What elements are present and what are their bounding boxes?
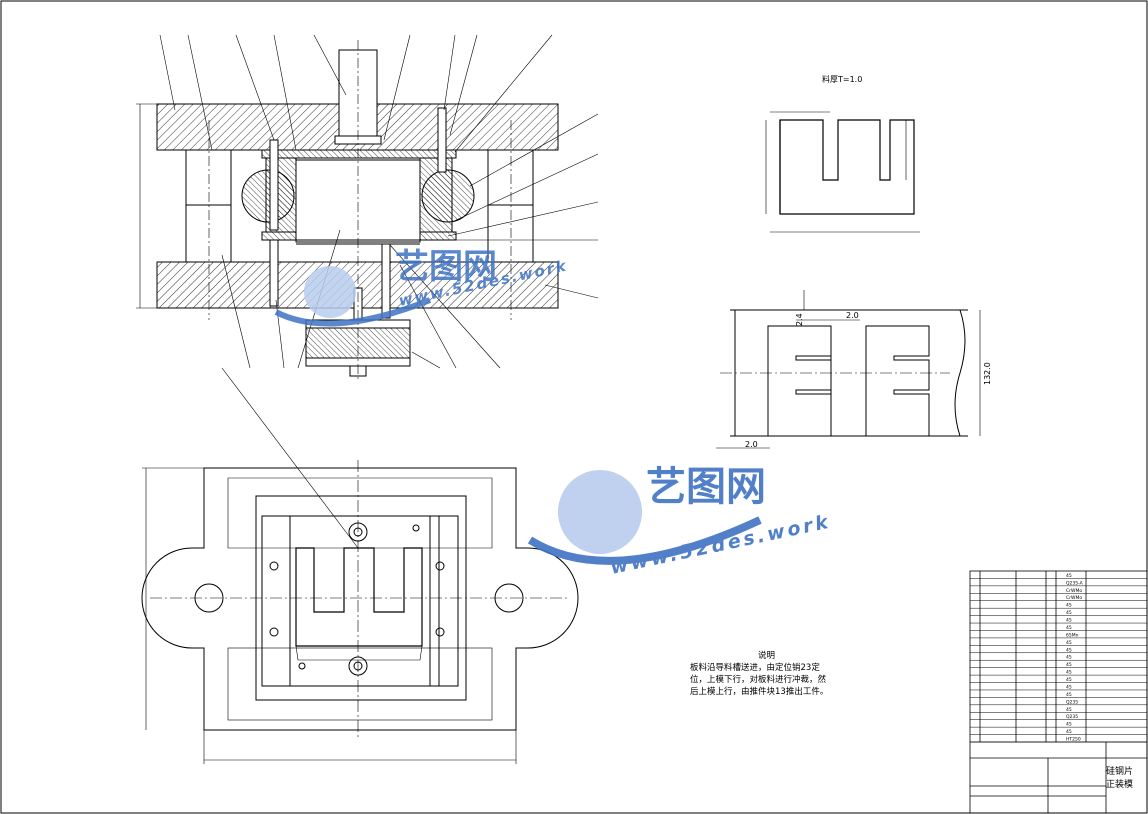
title-block-material: 45 [1066, 647, 1072, 653]
title-block-material: 45 [1066, 670, 1072, 676]
title-block-material: 45 [1066, 692, 1072, 698]
svg-text:艺图网: 艺图网 [646, 464, 766, 510]
part-view [765, 111, 920, 233]
e-blank-1 [767, 325, 832, 437]
die-block-inner [261, 515, 459, 687]
guide-post-left [185, 149, 232, 263]
title-block-material: 45 [1066, 722, 1072, 728]
title-block-material: 45 [1066, 655, 1072, 661]
title-block-material: 45 [1066, 573, 1072, 579]
title-block-material: 45 [1066, 729, 1072, 735]
guide-post-right [487, 149, 534, 263]
title-block-material: 45 [1066, 618, 1072, 624]
material-thickness-label: 料厚T=1.0 [822, 74, 862, 84]
strip-gap-top-dim: 2.0 [846, 311, 859, 320]
title-block-material: Q235-A [1066, 580, 1084, 586]
svg-text:www.52des.work: www.52des.work [608, 511, 832, 579]
title-block-material: 45 [1066, 610, 1072, 616]
drawing-notes: 说明 板料沿导料槽送进，由定位销23定 位，上模下行，对板料进行冲裁，然 后上模… [690, 650, 860, 698]
title-block-material: 45 [1066, 677, 1072, 683]
title-block-material: CrWMo [1066, 588, 1082, 594]
svg-text:艺图网: 艺图网 [395, 247, 497, 287]
section-view [136, 34, 599, 549]
e-blank-2 [865, 325, 930, 437]
title-block-rows: 45Q235-ACrWMoCrWMo4545454565Mn4545454545… [970, 573, 1147, 743]
notes-line-2: 位，上模下行，对板料进行冲裁，然 [690, 675, 827, 685]
drawing-title-block-name: 硅钢片 正装模 [1106, 766, 1133, 792]
notes-title: 说明 [758, 651, 776, 661]
title-block-material: 45 [1066, 603, 1072, 609]
lower-die-outline [141, 467, 579, 731]
title-block-material: 65Mn [1066, 632, 1079, 638]
title-block-material: Q235 [1066, 714, 1078, 720]
title-block-material: 45 [1066, 684, 1072, 690]
strip-gap-bottom-dim: 2.0 [745, 440, 758, 449]
strip-offset-dim: 2.4 [795, 313, 804, 326]
notes-line-3: 后上模上行，由推件块13推出工件。 [690, 687, 829, 697]
title-block-material: 45 [1066, 707, 1072, 713]
strip-width-dim: 132.0 [983, 362, 992, 385]
e-part-outline [779, 119, 915, 215]
notes-line-1: 板料沿导料槽送进，由定位销23定 [690, 663, 820, 673]
e-cavity [295, 547, 423, 647]
title-block-material: HT250 [1066, 737, 1081, 743]
drawing-title: 硅钢片 [1106, 767, 1134, 777]
rubber-left [241, 169, 295, 223]
rubber-right [421, 169, 475, 223]
punch-plate [261, 149, 457, 159]
strip-layout [716, 290, 981, 449]
drawing-subtitle: 正装模 [1106, 780, 1134, 790]
title-block-material: Q235 [1066, 699, 1078, 705]
title-block-material: 45 [1066, 662, 1072, 668]
plan-view [141, 460, 579, 764]
watermark-logo-2: 艺图网 www.52des.work [527, 464, 833, 579]
title-block-material: 45 [1066, 625, 1072, 631]
title-block-material: CrWMo [1066, 595, 1082, 601]
title-block-material: 45 [1066, 640, 1072, 646]
